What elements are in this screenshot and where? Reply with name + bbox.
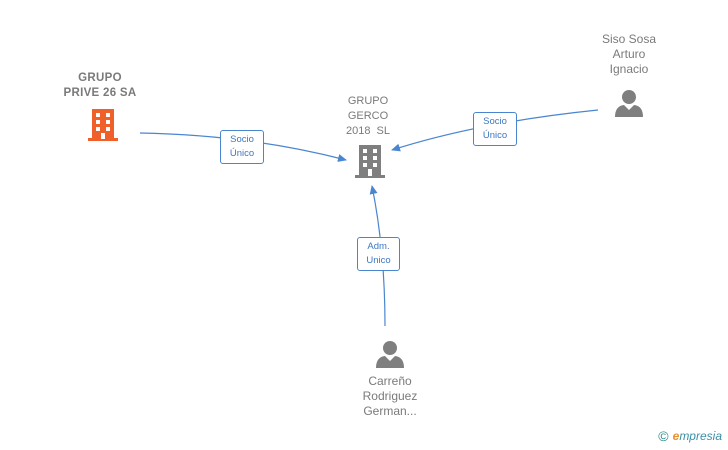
footer-watermark: © empresia [658, 428, 722, 444]
node-label-siso-sosa[interactable]: Siso Sosa Arturo Ignacio [589, 32, 669, 77]
node-label-line: GRUPO [347, 95, 389, 107]
person-icon[interactable] [614, 88, 644, 118]
edge-label-carreno-to-gerco: Adm. Unico [357, 237, 400, 271]
node-label-carreno[interactable]: Carreño Rodriguez German... [345, 374, 435, 419]
brand-initial: e [672, 429, 680, 443]
node-label-line: 2018 SL [345, 125, 391, 137]
node-label-grupo-prive[interactable]: GRUPO PRIVE 26 SA [50, 71, 150, 101]
edge-label-siso-to-gerco: Socio Único [473, 112, 517, 146]
edge-label-line: Unico [366, 255, 391, 266]
edge-label-prive-to-gerco: Socio Único [220, 130, 264, 164]
edge-label-line: Socio [483, 116, 507, 127]
node-label-line: Arturo [612, 47, 646, 61]
node-label-line: GRUPO [78, 72, 122, 84]
node-label-line: PRIVE 26 SA [63, 87, 137, 99]
edge-label-line: Único [229, 148, 255, 159]
node-label-line: Ignacio [609, 62, 649, 76]
node-label-line: German... [363, 404, 417, 418]
node-label-line: Rodriguez [362, 389, 418, 403]
edge-label-line: Adm. [367, 241, 390, 252]
brand-logo: empresia [673, 429, 722, 443]
building-icon[interactable] [86, 107, 120, 142]
edge-label-line: Socio [230, 134, 254, 145]
copyright-symbol: © [658, 428, 669, 444]
node-label-line: GERCO [347, 110, 389, 122]
person-icon[interactable] [375, 339, 405, 369]
node-label-line: Siso Sosa [601, 32, 657, 46]
node-label-grupo-gerco[interactable]: GRUPO GERCO 2018 SL [328, 94, 408, 139]
edge-label-line: Único [482, 130, 508, 141]
building-icon[interactable] [353, 143, 387, 179]
node-label-line: Carreño [368, 374, 412, 388]
brand-rest: mpresia [679, 429, 722, 443]
